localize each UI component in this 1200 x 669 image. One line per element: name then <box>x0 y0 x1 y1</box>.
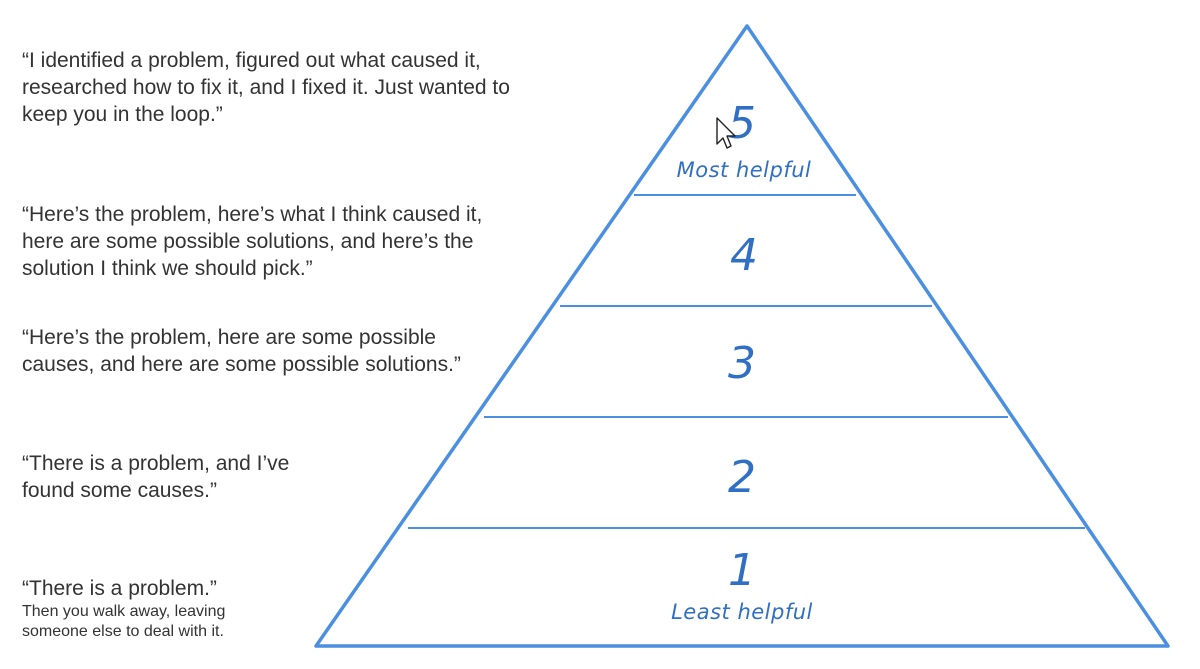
level-1-quote-block: “There is a problem.” Then you walk away… <box>22 548 225 669</box>
level-4-number: 4 <box>730 230 758 281</box>
pyramid-diagram: 5 Most helpful 4 3 2 1 Least helpful <box>314 24 1170 648</box>
level-3-quote: “Here’s the problem, here are some possi… <box>22 326 461 376</box>
level-5-caption: Most helpful <box>677 158 812 182</box>
level-3-number: 3 <box>728 338 756 389</box>
level-1-subquote: Then you walk away, leaving someone else… <box>22 603 226 640</box>
level-2-quote: “There is a problem, and I’ve found some… <box>22 452 290 502</box>
level-2-number: 2 <box>728 452 756 503</box>
level-1-caption: Least helpful <box>671 600 813 624</box>
pyramid-outline <box>314 24 1170 648</box>
level-1-quote: “There is a problem.” <box>22 577 217 600</box>
arrow-cursor-icon <box>716 117 736 149</box>
level-5-quote: “I identified a problem, figured out wha… <box>22 49 510 126</box>
level-4-quote: “Here’s the problem, here’s what I think… <box>22 203 483 280</box>
level-1-number: 1 <box>728 545 756 596</box>
level-5-number: 5 <box>728 98 756 149</box>
